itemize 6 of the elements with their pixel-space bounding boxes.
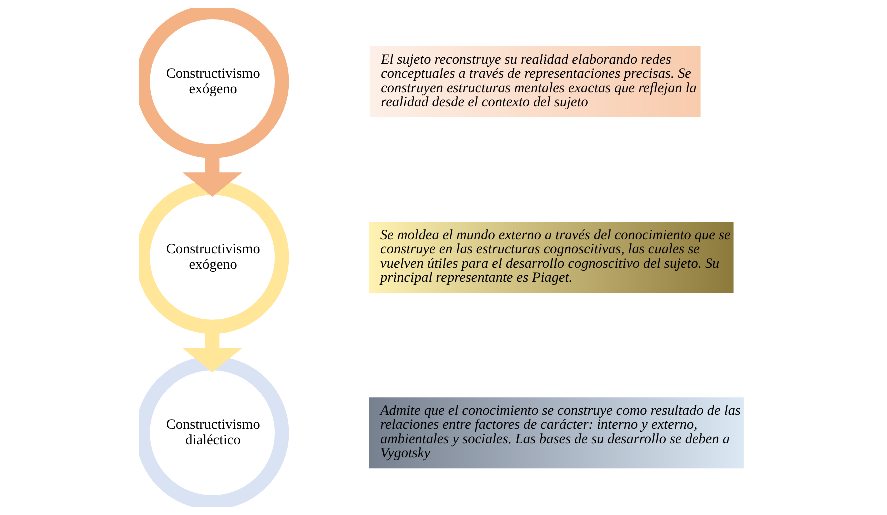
node-circle: Constructivismo exógeno <box>139 180 290 334</box>
node-box: El sujeto reconstruye su realidad elaborando redes conceptuales a través de representaciones precisas. Se construyen estructuras mentales exactas que reflejan la realidad desde el contexto del sujeto <box>370 46 701 118</box>
node-box: Admite que el conocimiento se construye como resultado de las relaciones entre factores de carácter: interno y externo, ambientales y sociales. Las bases de su desarrollo se deben a Vygotsky <box>369 398 744 469</box>
node-box: Se moldea el mundo externo a través del conocimiento que se construye en las estructuras cognoscitivas, las cuales se vuelven útiles para el desarrollo cognoscitivo del sujeto. Su principal representante es Piaget. <box>369 222 734 294</box>
node-circle: Constructivismo exógeno <box>139 8 290 159</box>
node-circle: Constructivismo dialéctico <box>139 356 290 507</box>
